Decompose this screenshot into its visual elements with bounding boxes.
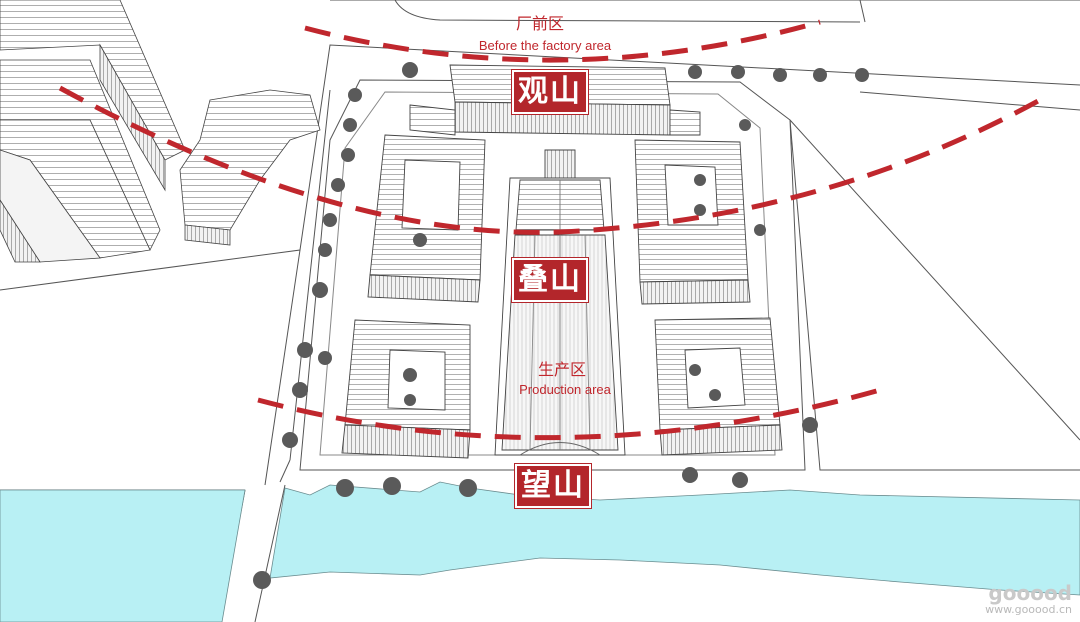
front-zone-label-en: Before the factory area xyxy=(478,38,612,53)
front-zone-label-cn: 厂前区 xyxy=(515,14,564,33)
tree-icon xyxy=(312,282,328,298)
zone-boundaries xyxy=(58,19,1042,441)
residential-blocks xyxy=(0,0,321,263)
tree-icon xyxy=(343,118,357,132)
tree-icon xyxy=(331,178,345,192)
tree-icon xyxy=(773,68,787,82)
tree-icon xyxy=(403,368,417,382)
tree-icon xyxy=(682,467,698,483)
tree-icon xyxy=(813,68,827,82)
tree-icon xyxy=(754,224,766,236)
tree-icon xyxy=(459,479,477,497)
trees xyxy=(253,62,869,589)
badge-dieshan: 叠山 xyxy=(512,258,588,302)
tree-icon xyxy=(341,148,355,162)
front-zone-boundary xyxy=(304,19,821,63)
block-sw xyxy=(341,319,471,459)
tree-icon xyxy=(709,389,721,401)
tree-icon xyxy=(739,119,751,131)
tree-icon xyxy=(253,571,271,589)
tree-icon xyxy=(383,477,401,495)
tree-icon xyxy=(404,394,416,406)
tree-icon xyxy=(688,65,702,79)
production-zone-label-en: Production area xyxy=(519,382,611,397)
production-zone-boundary xyxy=(257,387,881,441)
tree-icon xyxy=(694,174,706,186)
production-hall xyxy=(494,149,626,456)
river xyxy=(0,481,1080,622)
middle-zone-boundary xyxy=(58,85,1042,235)
badge-wangshan: 望山 xyxy=(515,464,591,508)
block-nw xyxy=(367,134,486,303)
tree-icon xyxy=(348,88,362,102)
tree-icon xyxy=(318,351,332,365)
tree-icon xyxy=(292,382,308,398)
watermark-site: www.gooood.cn xyxy=(985,603,1072,616)
tree-icon xyxy=(318,243,332,257)
tree-icon xyxy=(732,472,748,488)
block-ne xyxy=(634,139,751,305)
production-zone-label-cn: 生产区 xyxy=(537,360,586,379)
tree-icon xyxy=(402,62,418,78)
tree-icon xyxy=(413,233,427,247)
tree-icon xyxy=(336,479,354,497)
tree-icon xyxy=(802,417,818,433)
tree-icon xyxy=(731,65,745,79)
tree-icon xyxy=(323,213,337,227)
badge-guanshan: 观山 xyxy=(512,70,588,114)
tree-icon xyxy=(694,204,706,216)
block-se xyxy=(654,317,783,456)
watermark-logo: gooood xyxy=(988,581,1072,605)
tree-icon xyxy=(689,364,701,376)
tree-icon xyxy=(855,68,869,82)
watermark: gooood www.gooood.cn xyxy=(985,582,1072,616)
tree-icon xyxy=(282,432,298,448)
tree-icon xyxy=(297,342,313,358)
